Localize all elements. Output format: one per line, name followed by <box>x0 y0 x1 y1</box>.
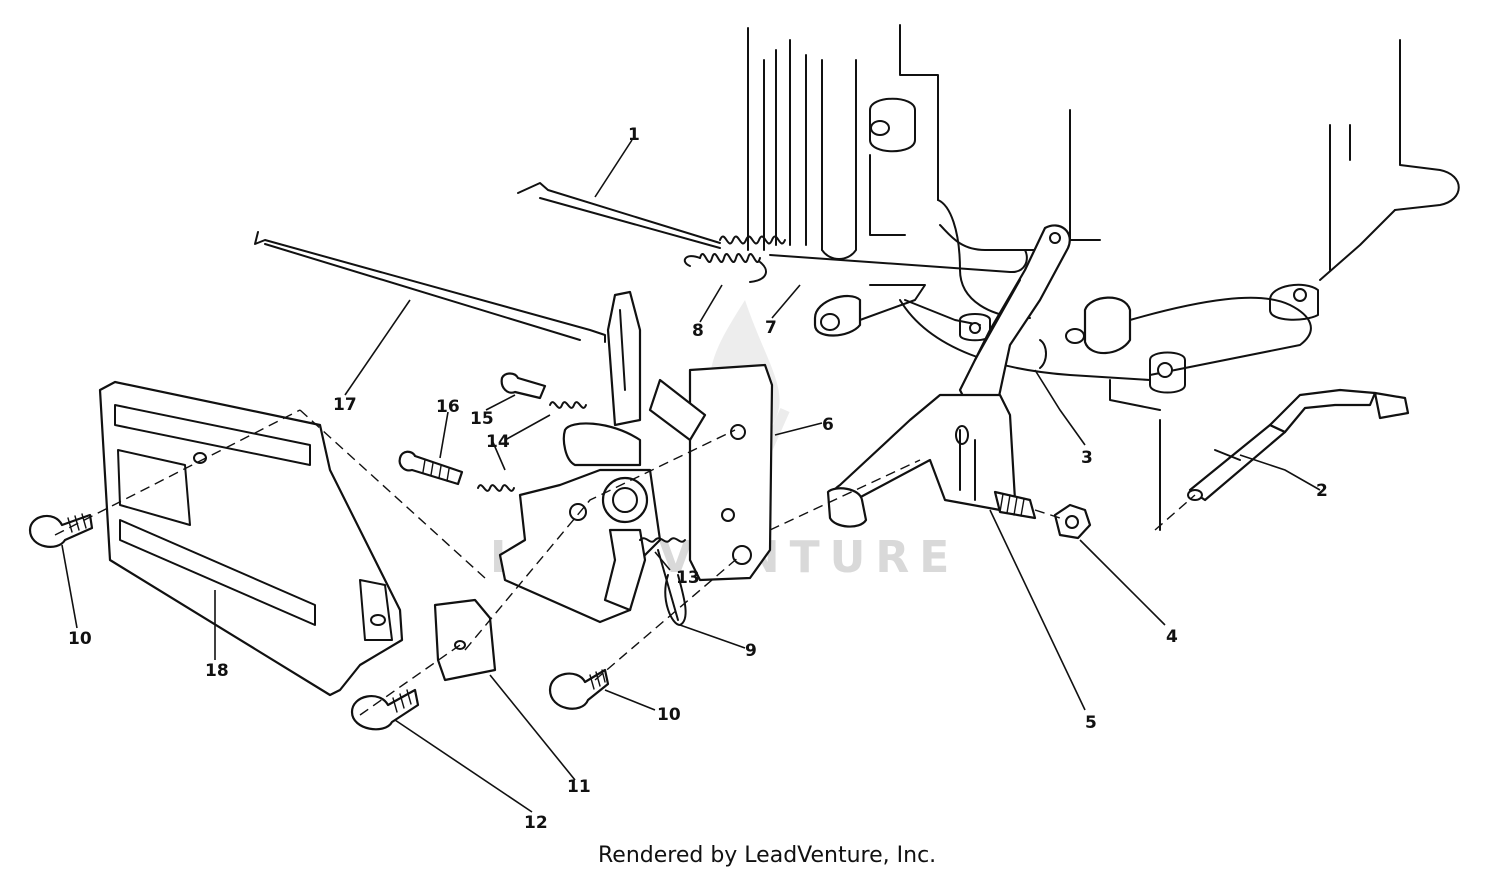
part-13-control-plate <box>498 422 686 624</box>
part-12-bolt <box>350 688 420 731</box>
part-10-bolt-left <box>28 513 94 548</box>
part-15-screw <box>500 372 547 400</box>
leader-lines <box>61 139 1321 813</box>
callout-18: 18 <box>205 661 229 681</box>
callout-3: 3 <box>1081 448 1093 468</box>
part-14-spring <box>477 401 587 492</box>
part-5-throttle-lever <box>826 393 1017 528</box>
part-3-governor-lever <box>958 224 1132 422</box>
part-8-spring <box>683 235 786 283</box>
part-16-screw <box>398 450 464 486</box>
part-18-cover-plate <box>98 380 404 697</box>
callout-16: 16 <box>436 397 460 417</box>
part-4-nut <box>993 490 1092 540</box>
callout-11: 11 <box>567 777 591 797</box>
part-6-bracket <box>606 290 774 582</box>
callout-10-right: 10 <box>657 705 681 725</box>
callout-6: 6 <box>822 415 834 435</box>
part-10-bolt-right <box>548 668 610 710</box>
part-17-rod <box>254 231 606 343</box>
part-11-clip <box>433 598 497 682</box>
assembly-lines <box>54 409 1196 716</box>
callout-17: 17 <box>333 395 357 415</box>
engine-block <box>747 24 1460 531</box>
part-1-rod <box>517 182 721 249</box>
credit-text: Rendered by LeadVenture, Inc. <box>598 843 936 868</box>
callout-13: 13 <box>676 568 700 588</box>
callout-8: 8 <box>692 321 704 341</box>
callout-14: 14 <box>486 432 510 452</box>
part-2-shaft <box>1187 388 1410 502</box>
callout-labels: 1 2 3 4 5 6 7 8 9 10 10 11 12 13 14 15 1… <box>68 125 1328 833</box>
callout-2: 2 <box>1316 481 1328 501</box>
callout-4: 4 <box>1166 627 1178 647</box>
callout-5: 5 <box>1085 713 1097 733</box>
callout-12: 12 <box>524 813 548 833</box>
callout-7: 7 <box>765 318 777 338</box>
part-7-link <box>769 249 1028 337</box>
callout-1: 1 <box>628 125 640 145</box>
callout-10-left: 10 <box>68 629 92 649</box>
callout-9: 9 <box>745 641 757 661</box>
callout-15: 15 <box>470 409 494 429</box>
